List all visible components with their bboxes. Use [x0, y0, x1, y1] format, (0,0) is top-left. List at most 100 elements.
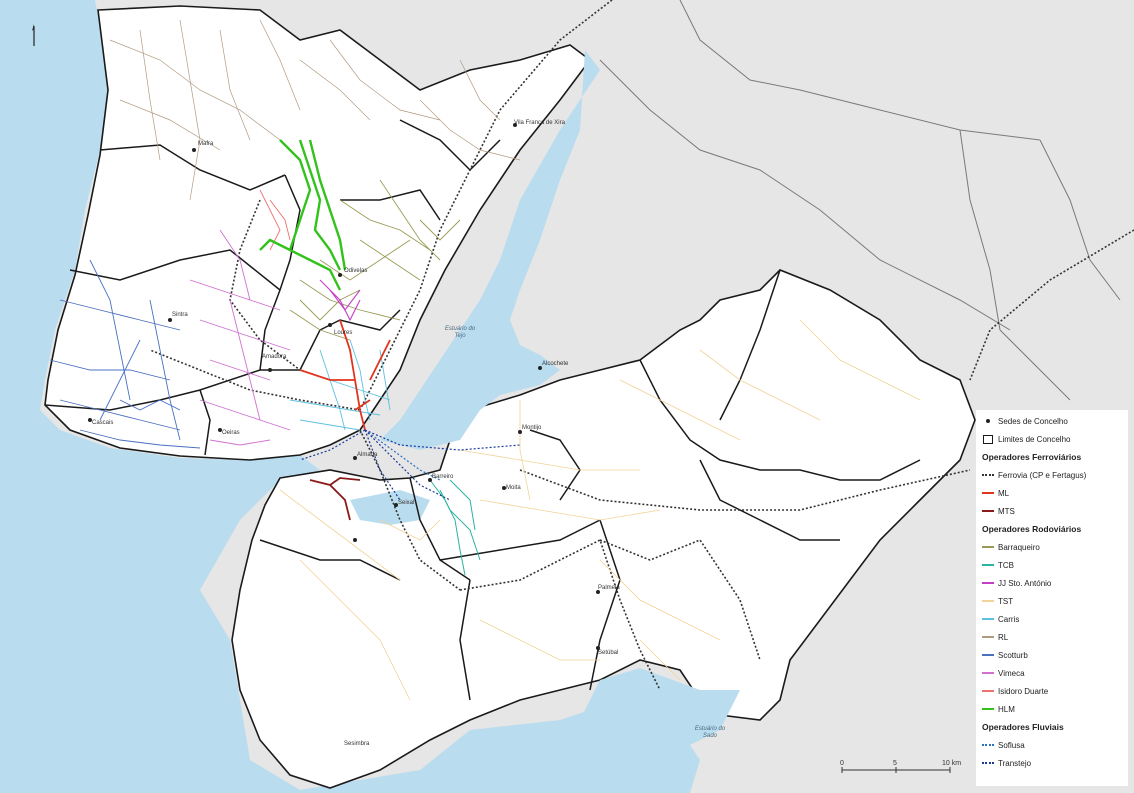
north-arrow-icon [32, 24, 35, 46]
legend-item-operadores-fluviais: Operadores Fluviais [982, 720, 1064, 734]
barraqueiro-lines [289, 179, 461, 341]
sado-estuary [580, 668, 740, 760]
seixal-bay [350, 490, 430, 525]
place-label-oeiras: Oeiras [222, 430, 240, 436]
municipality-boundaries [44, 119, 921, 701]
legend-item-jj-sto-ant-nio: JJ Sto. António [982, 576, 1051, 590]
legend-item-barraqueiro: Barraqueiro [982, 540, 1040, 554]
legend-label: MTS [998, 506, 1015, 516]
place-label-palmela: Palmela [598, 585, 620, 591]
legend-label: Isidoro Duarte [998, 686, 1049, 696]
place-label-setubal: Setúbal [598, 650, 619, 656]
legend-label: Vimeca [998, 668, 1025, 678]
legend-label: Limites de Concelho [998, 434, 1071, 444]
neighbour-boundaries [599, 0, 1121, 401]
line-symbol-icon [982, 739, 994, 751]
legend-item-carris: Carris [982, 612, 1019, 626]
legend-item-operadores-ferrovi-rios: Operadores Ferroviários [982, 450, 1081, 464]
legend-label: Scotturb [998, 650, 1028, 660]
legend-item-hlm: HLM [982, 702, 1015, 716]
scale-tick-0: 0 [840, 760, 844, 767]
estuary-label-tejo: Estuário do Tejo [444, 326, 476, 339]
legend-label: Operadores Rodoviários [982, 524, 1082, 534]
legend-item-vimeca: Vimeca [982, 666, 1025, 680]
legend-item-soflusa: Soflusa [982, 738, 1025, 752]
jj-sto-antonio-lines [319, 279, 361, 322]
road-network-north [109, 19, 521, 201]
legend-label: JJ Sto. António [998, 578, 1052, 588]
legend-item-transtejo: Transtejo [982, 756, 1031, 770]
legend-label: Sedes de Concelho [998, 416, 1068, 426]
legend-label: HLM [998, 704, 1015, 714]
legend-label: Operadores Ferroviários [982, 452, 1082, 462]
mts-lines [309, 477, 361, 521]
line-symbol-icon [982, 541, 994, 553]
legend-item-limites-de-concelho: Limites de Concelho [982, 432, 1070, 446]
soflusa-route [364, 429, 441, 481]
place-label-barreiro: Barreiro [432, 474, 454, 480]
legend-item-tst: TST [982, 594, 1013, 608]
estuary-label-sado: Estuário do Sado [694, 726, 726, 739]
place-label-moita: Moita [506, 485, 521, 491]
line-symbol-icon [982, 559, 994, 571]
place-label-sesimbra: Sesimbra [344, 741, 370, 747]
place-label-almada: Almada [357, 452, 378, 458]
tst-lines [279, 319, 921, 701]
line-symbol-icon [982, 703, 994, 715]
legend-label: TST [998, 596, 1014, 606]
line-symbol-icon [982, 577, 994, 589]
tcb-lines [429, 479, 481, 576]
legend-item-isidoro-duarte: Isidoro Duarte [982, 684, 1048, 698]
place-label-loures: Loures [334, 330, 353, 336]
boundary-box-icon [982, 433, 994, 445]
legend-label: Carris [998, 614, 1020, 624]
legend-label: Operadores Fluviais [982, 722, 1064, 732]
scale-tick-10: 10 km [942, 760, 961, 767]
place-label-alcochete: Alcochete [542, 361, 569, 367]
legend-label: RL [998, 632, 1009, 642]
place-label-vila-franca: Vila Franca de Xira [514, 120, 565, 126]
line-symbol-icon [982, 613, 994, 625]
tejo-estuary [380, 50, 600, 450]
line-symbol-icon [982, 595, 994, 607]
place-label-odivelas: Odivelas [344, 268, 368, 274]
point-symbol-icon [982, 415, 994, 427]
transtejo-routes [299, 429, 521, 501]
legend-label: Transtejo [998, 758, 1032, 768]
legend-item-ferrovia-cp-e-fertagus: Ferrovia (CP e Fertagus) [982, 468, 1086, 482]
legend-label: Ferrovia (CP e Fertagus) [998, 470, 1087, 480]
line-symbol-icon [982, 649, 994, 661]
legend-label: ML [998, 488, 1010, 498]
legend-item-mts: MTS [982, 504, 1015, 518]
line-symbol-icon [982, 487, 994, 499]
legend-item-rl: RL [982, 630, 1008, 644]
legend-label: Barraqueiro [998, 542, 1040, 552]
legend-item-operadores-rodovi-rios: Operadores Rodoviários [982, 522, 1081, 536]
municipality-seats [88, 123, 600, 650]
isidoro-duarte-lines [259, 189, 291, 251]
legend-item-sedes-de-concelho: Sedes de Concelho [982, 414, 1068, 428]
scotturb-lines [49, 259, 201, 449]
place-label-seixal: Seixal [398, 500, 415, 506]
ml-lines [299, 319, 391, 431]
scale-bar: 0 5 10 km [840, 760, 961, 773]
place-label-cascais: Cascais [92, 420, 114, 426]
place-label-mafra: Mafra [198, 141, 214, 147]
vimeca-lines [189, 229, 291, 446]
line-symbol-icon [982, 469, 994, 481]
line-symbol-icon [982, 685, 994, 697]
place-label-sintra: Sintra [172, 312, 188, 318]
line-symbol-icon [982, 757, 994, 769]
legend-label: TCB [998, 560, 1014, 570]
legend-label: Soflusa [998, 740, 1025, 750]
place-label-montijo: Montijo [522, 425, 542, 431]
line-symbol-icon [982, 505, 994, 517]
line-symbol-icon [982, 667, 994, 679]
legend-item-scotturb: Scotturb [982, 648, 1028, 662]
scale-tick-5: 5 [893, 760, 897, 767]
hlm-lines [259, 139, 347, 291]
line-symbol-icon [982, 631, 994, 643]
place-label-amadora: Amadora [262, 354, 287, 360]
